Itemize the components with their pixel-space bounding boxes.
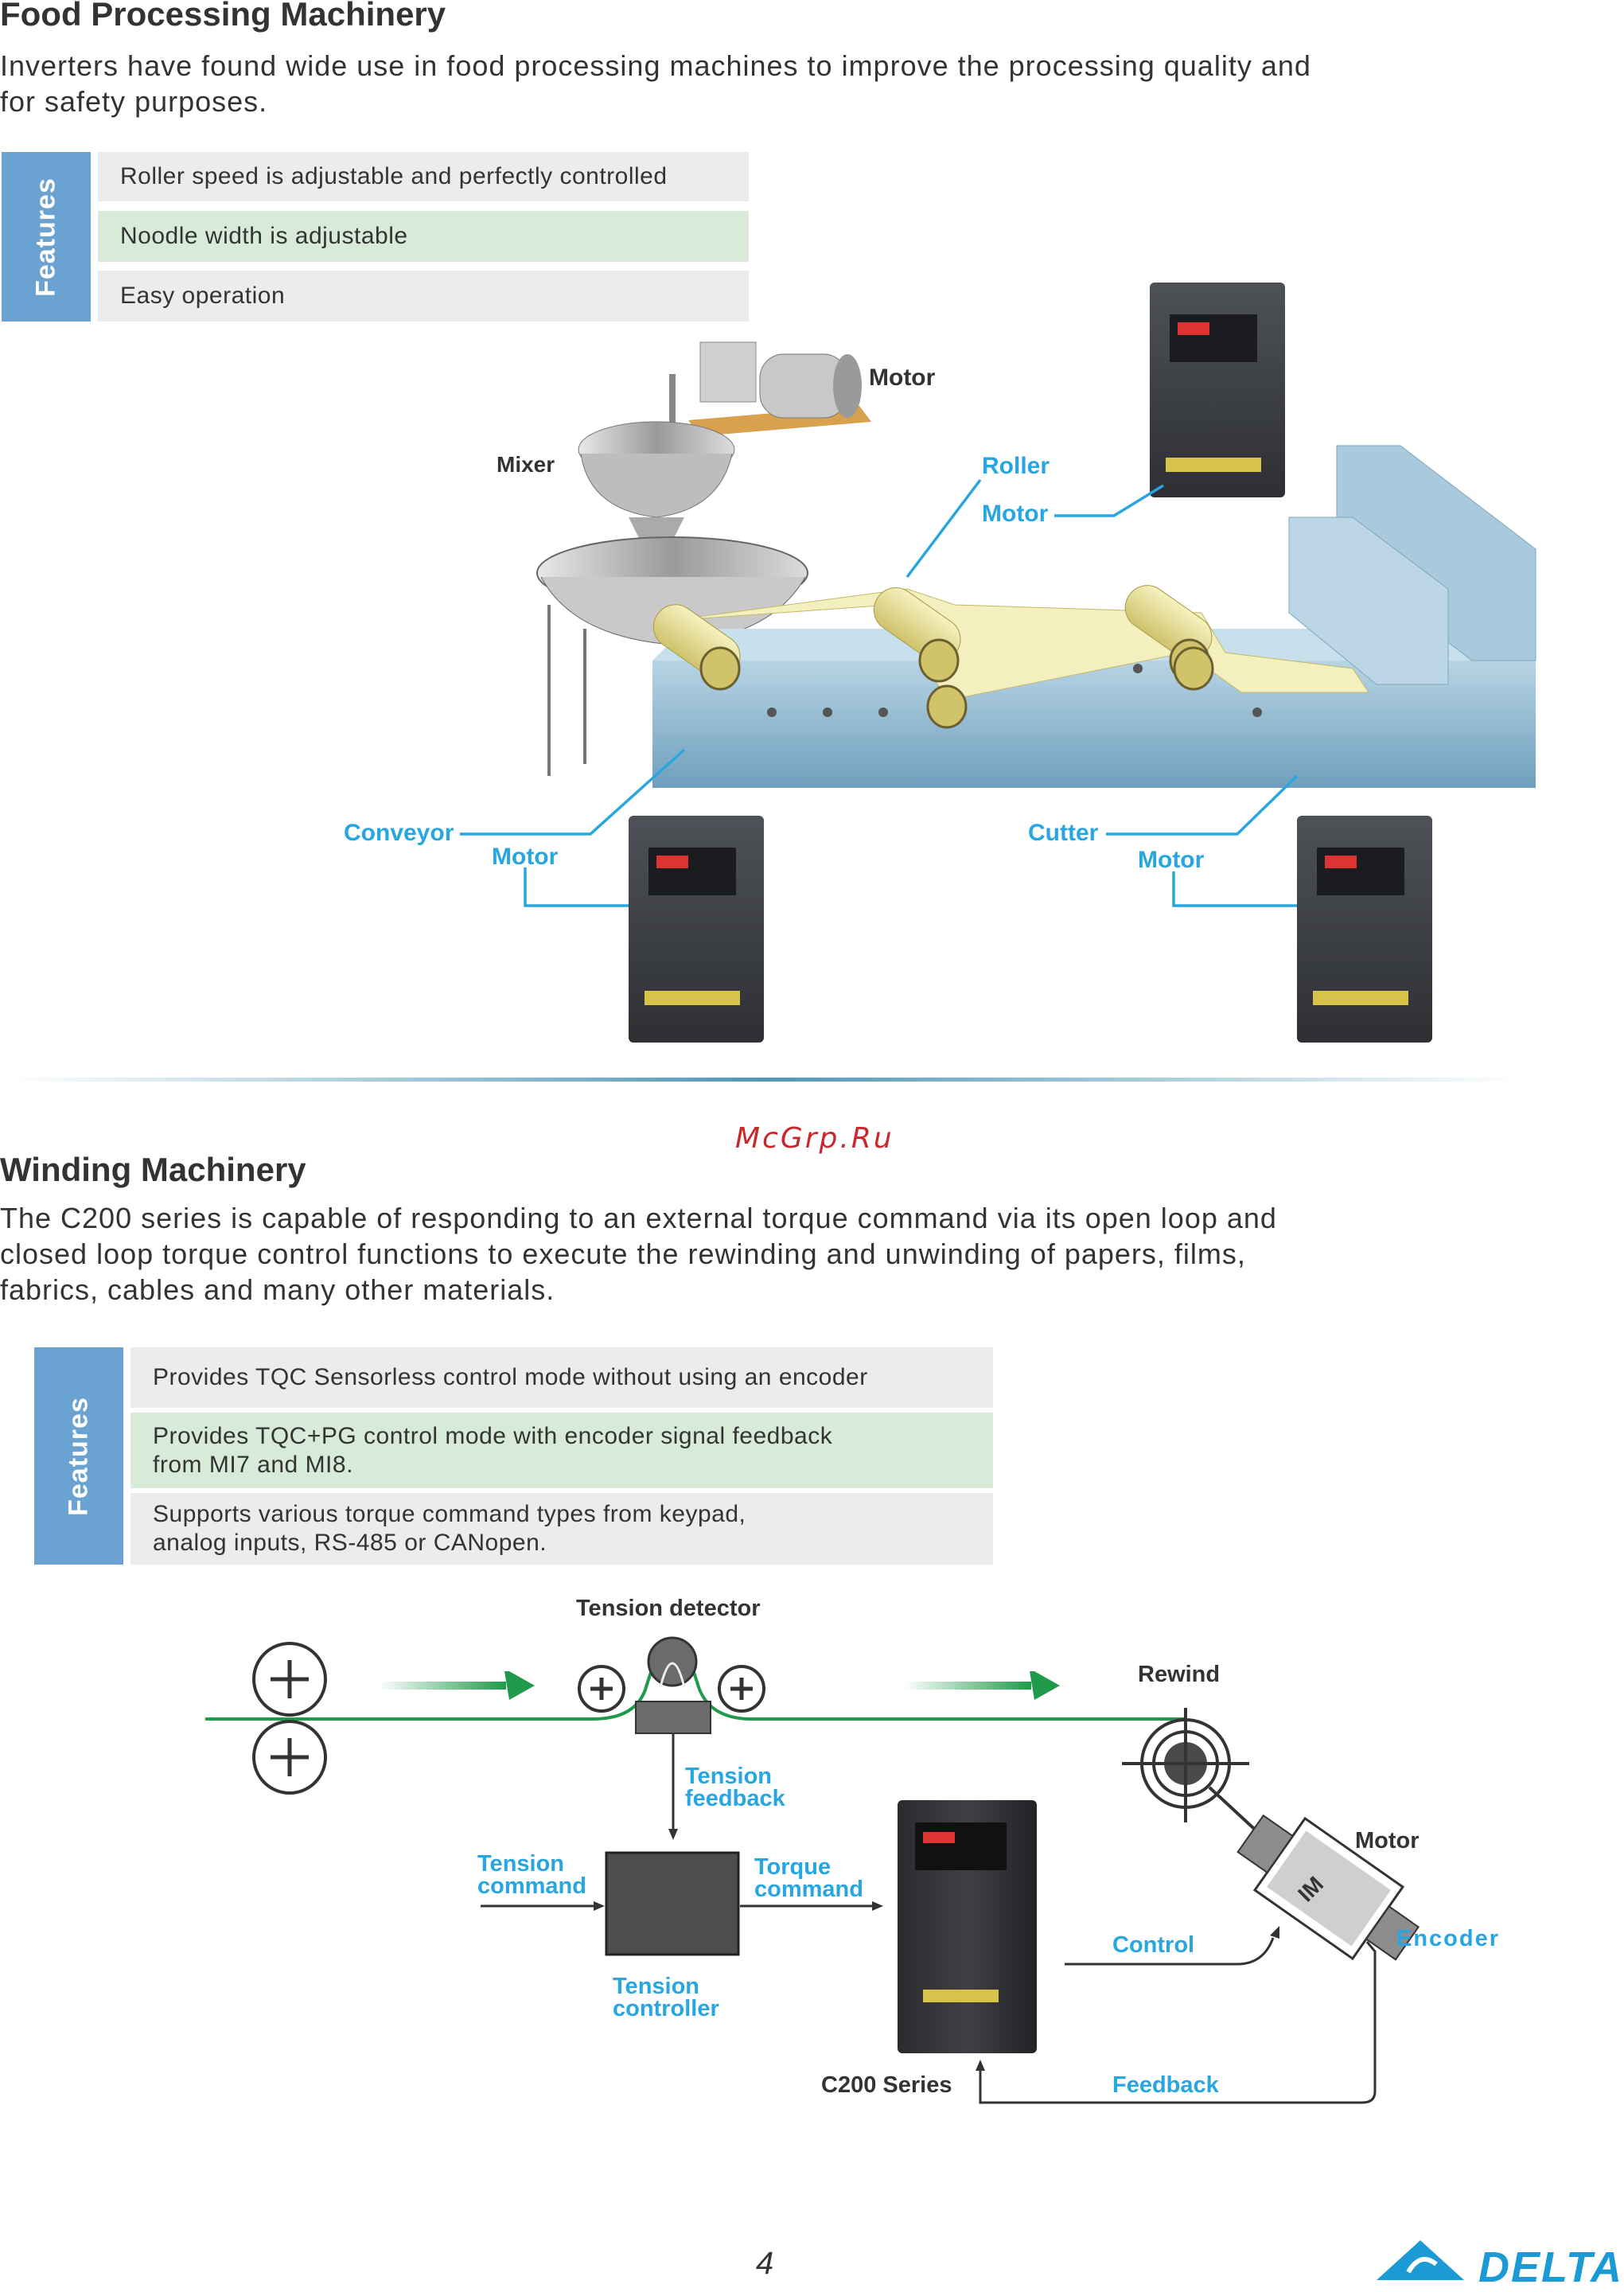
section-divider — [8, 1078, 1520, 1082]
label-line: controller — [613, 1996, 719, 2021]
winding-feature-row-3: Supports various torque command types fr… — [130, 1493, 993, 1565]
pinch-roller-icon — [252, 1642, 327, 1717]
winding-feature-row-1: Provides TQC Sensorless control mode wit… — [130, 1347, 993, 1408]
rewind-label: Rewind — [1138, 1662, 1221, 1687]
mixer-motor-label: Motor — [869, 364, 936, 391]
winding-diagram — [205, 1636, 1420, 2104]
food-machine-illustration — [8, 283, 1536, 1082]
flow-arrow-icon — [904, 1671, 1060, 1700]
winding-intro-line-1: The C200 series is capable of responding… — [0, 1202, 1277, 1234]
winding-title: Winding Machinery — [0, 1151, 306, 1188]
watermark-text: McGrp.Ru — [735, 1122, 894, 1155]
food-feature-text: Roller speed is adjustable and perfectly… — [120, 163, 668, 189]
food-feature-row-1: Roller speed is adjustable and perfectly… — [98, 152, 749, 201]
delta-logo-icon — [1377, 2240, 1464, 2280]
food-title: Food Processing Machinery — [0, 0, 446, 33]
tension-controller-box — [605, 1851, 740, 1956]
label-line: feedback — [685, 1786, 785, 1811]
tension-detector-icon — [635, 1636, 711, 1734]
cutter-label: Cutter — [1028, 820, 1099, 846]
mixer-motor-graphic — [688, 341, 871, 436]
torque-command-label: Torque command — [754, 1854, 863, 1902]
food-intro-line-2: for safety purposes. — [0, 85, 268, 118]
food-feature-text: Easy operation — [120, 283, 286, 309]
winding-feature-text: Supports various torque command types fr… — [153, 1500, 746, 1557]
c200-series-label: C200 Series — [821, 2072, 952, 2098]
tension-feedback-label: Tension feedback — [685, 1764, 785, 1811]
c200-drive-graphic — [898, 1800, 1037, 2053]
control-line — [1065, 1937, 1275, 1966]
encoder-label: Encoder — [1396, 1926, 1501, 1951]
food-feature-text: Noodle width is adjustable — [120, 223, 408, 249]
food-features-tab: Features — [2, 152, 91, 322]
mixer-label: Mixer — [497, 452, 555, 477]
tension-command-label: Tension command — [477, 1851, 586, 1899]
control-label: Control — [1112, 1932, 1195, 1958]
conveyor-drive-graphic — [629, 816, 764, 1043]
delta-logo-text: DELTA — [1478, 2243, 1623, 2291]
feature-line: analog inputs, RS-485 or CANopen. — [153, 1530, 547, 1556]
label-line: Tension — [613, 1974, 700, 1999]
feature-line: from MI7 and MI8. — [153, 1451, 353, 1478]
label-line: Tension — [685, 1764, 773, 1789]
belt-and-rollers-graphic — [652, 585, 1369, 729]
food-feature-row-3: Easy operation — [98, 271, 749, 322]
rewind-roll-icon — [1122, 1708, 1275, 1848]
roller-drive-graphic — [1150, 283, 1285, 497]
conveyor-motor-label: Motor — [492, 844, 559, 870]
pinch-roller-icon — [252, 1720, 327, 1795]
guide-roller-icon — [578, 1665, 625, 1713]
feature-line: Supports various torque command types fr… — [153, 1501, 746, 1527]
winding-intro: The C200 series is capable of responding… — [0, 1200, 1575, 1308]
winding-features-tab: Features — [34, 1347, 123, 1565]
cutter-drive-graphic — [1297, 816, 1432, 1043]
winding-feature-text: Provides TQC Sensorless control mode wit… — [153, 1363, 868, 1392]
label-line: Tension — [477, 1851, 565, 1877]
food-intro-line-1: Inverters have found wide use in food pr… — [0, 49, 1311, 82]
guide-roller-icon — [718, 1665, 765, 1713]
flow-arrow-icon — [379, 1671, 535, 1700]
tension-controller-label: Tension controller — [613, 1974, 719, 2021]
food-feature-row-2: Noodle width is adjustable — [98, 211, 749, 262]
motor-label: Motor — [1355, 1828, 1420, 1853]
cutter-motor-label: Motor — [1138, 847, 1205, 873]
roller-motor-label: Motor — [982, 501, 1049, 527]
winding-feature-text: Provides TQC+PG control mode with encode… — [153, 1422, 832, 1479]
winding-intro-line-2: closed loop torque control functions to … — [0, 1238, 1246, 1270]
label-line: Torque — [754, 1854, 831, 1880]
food-intro: Inverters have found wide use in food pr… — [0, 48, 1575, 119]
label-line: command — [754, 1877, 863, 1902]
feature-line: Provides TQC+PG control mode with encode… — [153, 1422, 833, 1449]
winding-features-label: Features — [63, 1396, 94, 1516]
feedback-label: Feedback — [1112, 2072, 1219, 2098]
page-number: 4 — [756, 2246, 774, 2281]
feature-line: Provides TQC Sensorless control mode wit… — [153, 1364, 868, 1390]
conveyor-label: Conveyor — [344, 820, 454, 846]
induction-motor-icon — [1236, 1814, 1420, 1961]
roller-label: Roller — [982, 453, 1050, 479]
label-line: command — [477, 1873, 586, 1899]
winding-feature-row-2: Provides TQC+PG control mode with encode… — [130, 1413, 993, 1488]
winding-intro-line-3: fabrics, cables and many other materials… — [0, 1273, 555, 1306]
tension-detector-label: Tension detector — [576, 1596, 761, 1621]
callout-lines — [460, 478, 1299, 907]
feedback-line — [979, 1941, 1377, 2104]
